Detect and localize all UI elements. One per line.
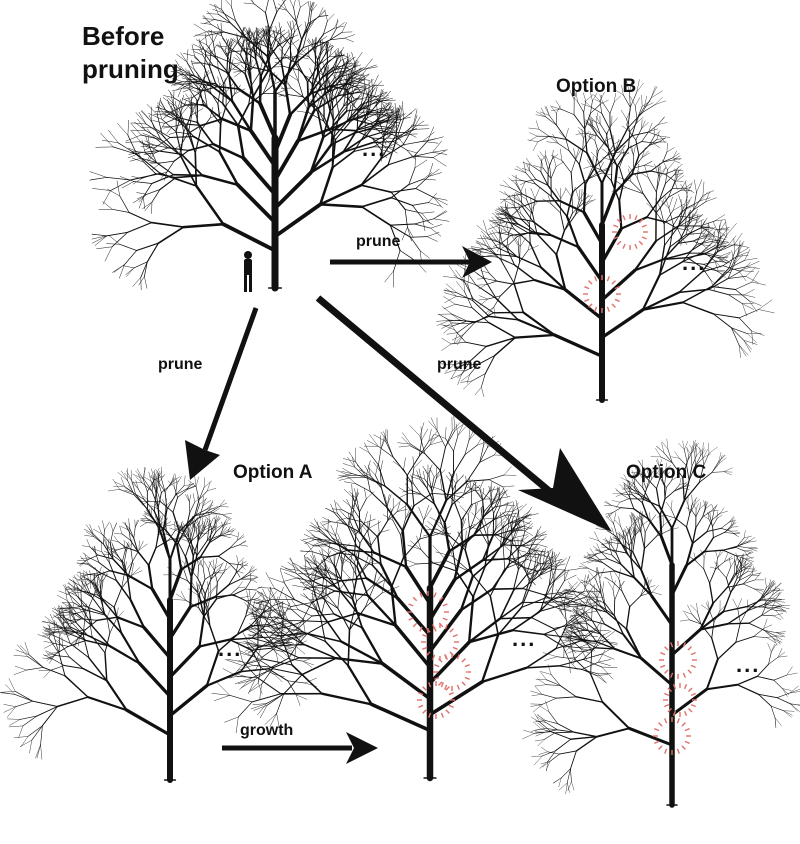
tree-option-b bbox=[436, 79, 775, 403]
ellipsis-a: ... bbox=[218, 636, 243, 661]
growth-label: growth bbox=[240, 722, 294, 739]
person-silhouette bbox=[244, 251, 252, 292]
ellipsis-c: ... bbox=[736, 652, 761, 677]
tree-option-c bbox=[522, 438, 800, 808]
arrow-prune-to-b bbox=[330, 246, 492, 278]
ellipsis-before: ... bbox=[362, 136, 387, 161]
prune-label-b: prune bbox=[356, 233, 401, 250]
ellipsis-a-grown: ... bbox=[512, 626, 537, 651]
prune-label-a: prune bbox=[158, 356, 203, 373]
tree-before-pruning bbox=[89, 0, 450, 292]
option-a-label: Option A bbox=[233, 462, 313, 483]
diagram-title: Before pruning bbox=[82, 21, 179, 84]
arrow-prune-to-a bbox=[185, 307, 259, 480]
arrow-prune-to-c bbox=[315, 295, 612, 532]
option-b-label: Option B bbox=[556, 76, 637, 97]
prune-label-c: prune bbox=[437, 356, 482, 373]
option-c-label: Option C bbox=[626, 462, 707, 483]
cut-marks bbox=[407, 214, 697, 755]
tree-option-a-grown bbox=[211, 414, 618, 782]
tree-option-a bbox=[0, 466, 317, 783]
arrow-growth bbox=[222, 732, 378, 764]
ellipsis-b: ... bbox=[682, 250, 707, 275]
